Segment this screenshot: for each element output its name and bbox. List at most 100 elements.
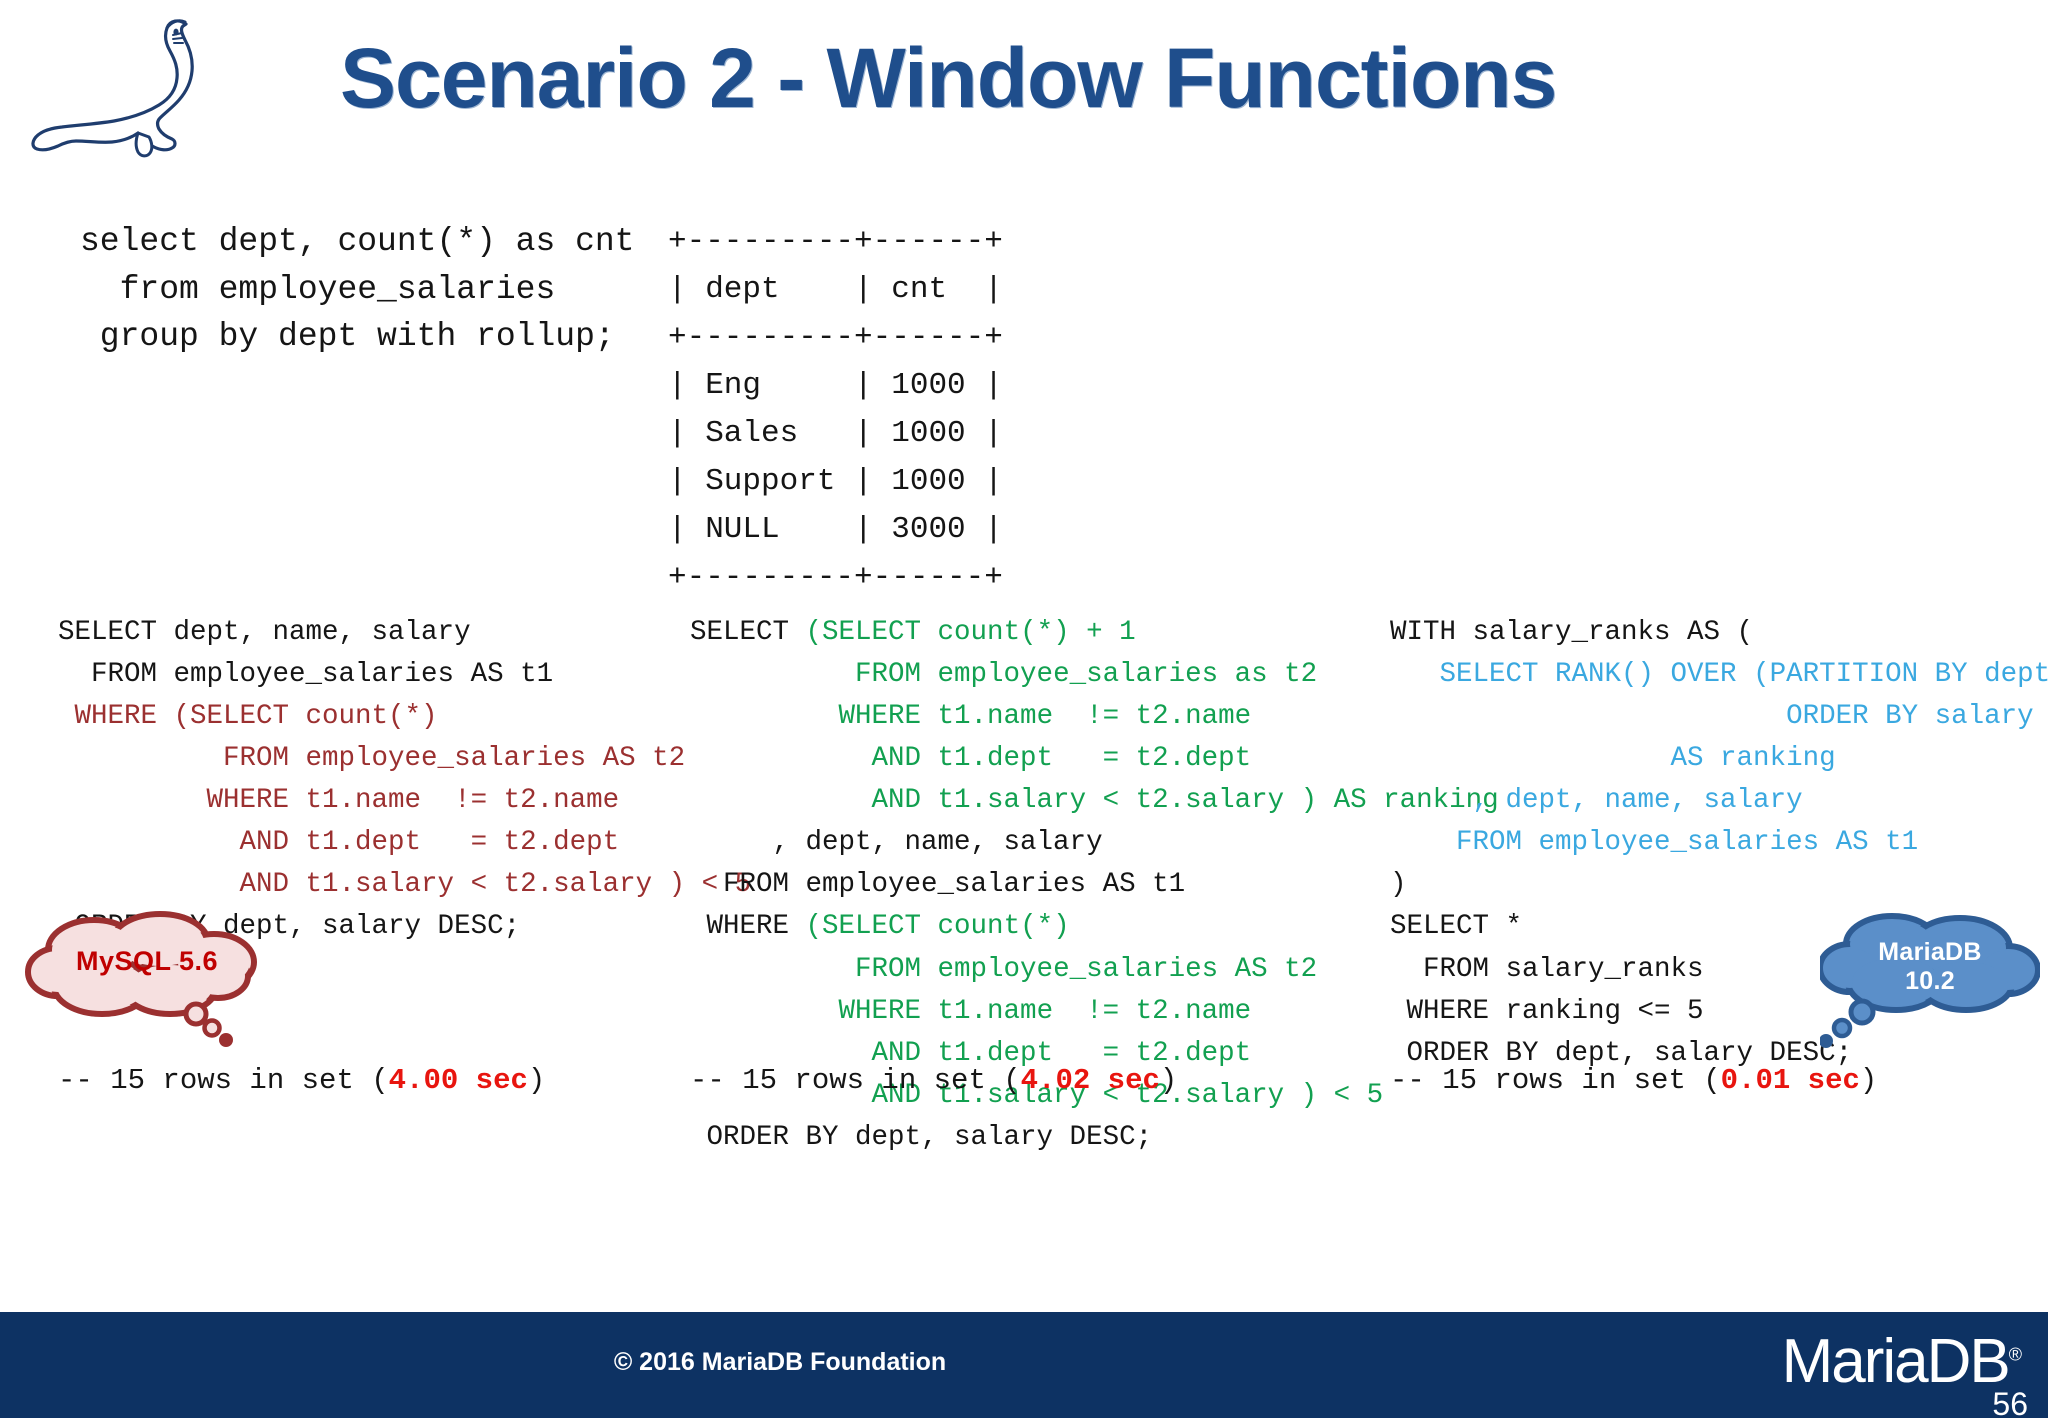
code-span <box>1390 827 1456 858</box>
code-span <box>690 954 855 985</box>
code-span: FROM salary_ranks <box>1390 953 1704 985</box>
code-column-middle: SELECT (SELECT count(*) + 1 FROM employe… <box>690 612 1499 1159</box>
bubble-mariadb-line2: 10.2 <box>1905 966 1955 995</box>
code-line: FROM employee_salaries AS t1 <box>690 864 1370 906</box>
code-line: FROM salary_ranks <box>1390 949 2048 991</box>
timing-middle-suffix: ) <box>1159 1064 1178 1097</box>
code-line: AND t1.dept = t2.dept <box>690 1033 1370 1075</box>
code-span: AND t1.dept = t2.dept <box>871 743 1252 775</box>
result-line: +---------+------+ <box>668 224 1003 259</box>
code-line: WHERE ranking <= 5 <box>1390 991 2048 1033</box>
timing-left: -- 15 rows in set (4.00 sec) <box>58 1064 545 1097</box>
page-number: 56 <box>1992 1386 2028 1422</box>
rollup-query-block: select dept, count(*) as cnt from employ… <box>80 218 635 361</box>
timing-left-prefix: -- 15 rows in set ( <box>58 1064 389 1097</box>
code-span: FROM employee_salaries AS t2 <box>855 953 1318 985</box>
footer-copyright: © 2016 MariaDB Foundation <box>613 1348 947 1376</box>
code-line: FROM employee_salaries AS t1 <box>1390 822 2048 864</box>
result-line: | dept | cnt | <box>668 272 1003 308</box>
timing-middle-prefix: -- 15 rows in set ( <box>690 1064 1021 1097</box>
code-line: AS ranking <box>1390 738 2048 780</box>
code-line: FROM employee_salaries as t2 <box>690 654 1370 696</box>
code-line: ) <box>1390 864 2048 906</box>
code-span <box>1390 659 1440 690</box>
code-column-left: SELECT dept, name, salary FROM employee_… <box>58 612 751 949</box>
result-line: | Eng | 1000 | <box>668 368 1003 404</box>
bubble-label-mariadb: MariaDB 10.2 <box>1820 938 2040 996</box>
code-span: AND t1.salary < t2.salary ) < 5 <box>871 1079 1384 1111</box>
code-line: SELECT dept, name, salary <box>58 612 698 654</box>
code-span: ORDER BY dept, salary DESC; <box>1390 1037 1853 1069</box>
code-span: SELECT RANK() OVER (PARTITION BY dept <box>1439 659 2048 691</box>
code-line: AND t1.salary < t2.salary ) AS ranking <box>690 780 1499 822</box>
code-span <box>690 996 839 1027</box>
code-line: , dept, name, salary <box>1390 780 2048 822</box>
code-span: ) <box>1390 869 1407 901</box>
code-span <box>690 743 872 774</box>
code-line: AND t1.dept = t2.dept <box>58 822 698 864</box>
result-line: | Sales | 1000 | <box>668 416 1003 452</box>
bubble-label-mysql: MySQL 5.6 <box>75 946 219 976</box>
code-span <box>1390 701 1786 732</box>
thought-bubble-mariadb: MariaDB 10.2 <box>1820 908 2040 1058</box>
code-span: AS ranking <box>1670 743 1836 775</box>
code-line: FROM employee_salaries AS t1 <box>58 654 698 696</box>
code-line: ORDER BY salary DESC) <box>1390 696 2048 738</box>
code-span: ORDER BY dept, salary DESC; <box>690 1121 1153 1153</box>
code-span: WITH salary_ranks AS ( <box>1390 617 1754 648</box>
bubble-mariadb-line1: MariaDB <box>1878 938 1982 966</box>
timing-middle-value: 4.02 sec <box>1020 1064 1160 1097</box>
timing-right-suffix: ) <box>1859 1064 1878 1097</box>
page-title: Scenario 2 - Window Functions <box>340 31 1557 125</box>
code-span: AND t1.dept = t2.dept <box>871 1037 1252 1069</box>
code-span: FROM employee_salaries as t2 <box>855 659 1318 691</box>
code-span: WHERE t1.name != t2.name <box>838 995 1252 1027</box>
timing-left-value: 4.00 sec <box>388 1064 528 1097</box>
code-span <box>1390 743 1671 774</box>
code-span: WHERE t1.name != t2.name <box>58 785 620 817</box>
code-line: SELECT * <box>1390 906 2048 948</box>
code-span: SELECT <box>690 617 806 648</box>
code-line: SELECT (SELECT count(*) + 1 <box>690 612 1370 654</box>
code-span: , dept, name, salary <box>1472 785 1803 817</box>
code-span: WHERE <box>690 911 806 943</box>
code-line: AND t1.salary < t2.salary ) < 5 <box>690 1075 1384 1117</box>
code-span: AND t1.salary < t2.salary ) AS ranking <box>871 785 1499 817</box>
code-span <box>690 701 839 732</box>
code-line: ORDER BY dept, salary DESC; <box>690 1117 1370 1159</box>
timing-right: -- 15 rows in set (0.01 sec) <box>1390 1064 1877 1097</box>
code-span: SELECT * <box>1390 911 1523 943</box>
code-span: (SELECT count(*) + 1 <box>805 617 1136 648</box>
mariadb-logo-text: MariaDB <box>1781 1327 2011 1396</box>
code-line: WITH salary_ranks AS ( <box>1390 612 2048 654</box>
slide-footer: © 2016 MariaDB Foundation MariaDB® 56 <box>0 1312 2048 1422</box>
code-line: FROM employee_salaries AS t2 <box>58 738 698 780</box>
code-line: WHERE (SELECT count(*) <box>690 906 1370 948</box>
timing-left-suffix: ) <box>527 1064 546 1097</box>
timing-right-prefix: -- 15 rows in set ( <box>1390 1064 1721 1097</box>
code-column-right: WITH salary_ranks AS ( SELECT RANK() OVE… <box>1390 612 2048 1075</box>
code-span: WHERE t1.name != t2.name <box>838 701 1252 733</box>
code-line: WHERE t1.name != t2.name <box>690 696 1370 738</box>
registered-mark-icon: ® <box>2008 1344 2022 1365</box>
code-line: WHERE t1.name != t2.name <box>58 780 698 822</box>
code-line: WHERE (SELECT count(*) <box>58 696 698 738</box>
result-line: +---------+------+ <box>668 320 1003 356</box>
result-line: +---------+------+ <box>668 560 1003 596</box>
code-span: FROM employee_salaries AS t1 <box>690 869 1186 901</box>
query-line: select dept, count(*) as cnt <box>80 223 635 260</box>
code-span: , dept, name, salary <box>690 827 1103 859</box>
code-line: AND t1.dept = t2.dept <box>690 738 1370 780</box>
code-line: ORDER BY dept, salary DESC; <box>1390 1033 2048 1075</box>
timing-right-value: 0.01 sec <box>1720 1064 1860 1097</box>
query-line: group by dept with rollup; <box>80 318 615 356</box>
query-line: from employee_salaries <box>80 270 556 308</box>
code-span: WHERE ranking <= 5 <box>1390 995 1704 1027</box>
mariadb-logo: MariaDB® <box>1781 1326 2022 1397</box>
code-span: FROM employee_salaries AS t1 <box>58 659 554 691</box>
code-span: (SELECT count(*) <box>805 911 1070 943</box>
code-span: AND t1.dept = t2.dept <box>58 827 620 859</box>
code-span <box>690 659 855 690</box>
code-span: ORDER BY salary DESC) <box>1786 701 2034 733</box>
slide-header: Scenario 2 - Window Functions <box>0 0 2048 160</box>
